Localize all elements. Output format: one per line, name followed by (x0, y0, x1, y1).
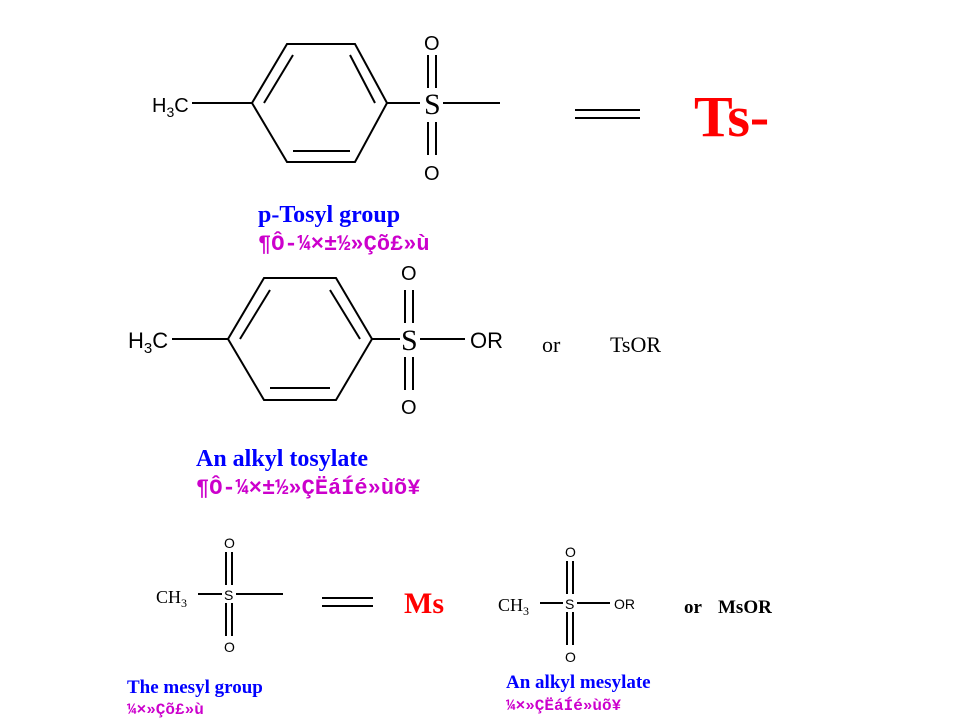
alkyl-tosylate-sulfur-label: S (401, 324, 418, 357)
tosyl-structure: H3C S O O (152, 33, 500, 185)
alkyl-tosylate-or-word: or (542, 332, 561, 357)
mesyl-structure: CH3 S O O (156, 535, 283, 655)
mesyl-oxygen-bottom: O (224, 639, 235, 655)
alkyl-tosylate-oxygen-top: O (401, 263, 417, 285)
alkyl-mesylate-or-group: OR (614, 596, 635, 612)
alkyl-tosylate-abbreviation: TsOR (610, 332, 661, 357)
mesyl-name: The mesyl group (127, 677, 263, 698)
alkyl-tosylate-oxygen-bottom: O (401, 397, 417, 419)
tosyl-oxygen-bottom: O (424, 163, 440, 185)
alkyl-tosylate-name-cn: ¶Ô-¼×±½»ÇËáÍé»ùõ¥ (196, 475, 420, 501)
alkyl-tosylate-structure: H3C S OR O O (128, 263, 503, 419)
tosyl-ring-double-bond-2 (349, 54, 376, 104)
alkyl-tosylate-or-group: OR (470, 328, 503, 353)
alkyl-mesylate-oxygen-top: O (565, 544, 576, 560)
alkyl-mesylate-or-word: or (684, 597, 703, 618)
alkyl-tosylate-ring-double-bond-1 (239, 289, 271, 340)
alkyl-tosylate-methyl-label: H3C (128, 328, 168, 357)
alkyl-mesylate-sulfur-label: S (565, 596, 574, 612)
tosyl-sulfur-label: S (424, 88, 441, 121)
mesyl-abbreviation: Ms (404, 587, 444, 620)
alkyl-mesylate-oxygen-bottom: O (565, 649, 576, 665)
alkyl-mesylate-structure: CH3 S OR O O (498, 544, 635, 665)
alkyl-mesylate-name: An alkyl mesylate (506, 672, 651, 693)
mesyl-name-cn: ¼×»Çõ£»ù (127, 701, 204, 719)
alkyl-tosylate-benzene-ring (226, 277, 374, 401)
tosyl-ring-double-bond-1 (263, 54, 294, 104)
mesyl-sulfur-label: S (224, 587, 233, 603)
alkyl-mesylate-methyl-label: CH3 (498, 595, 529, 618)
alkyl-mesylate-name-cn: ¼×»ÇËáÍé»ùõ¥ (506, 696, 622, 715)
tosyl-benzene-ring (250, 43, 389, 163)
alkyl-tosylate-ring-double-bond-2 (329, 289, 361, 340)
tosyl-methyl-label: H3C (152, 95, 189, 120)
alkyl-tosylate-name: An alkyl tosylate (196, 446, 368, 472)
alkyl-mesylate-abbreviation: MsOR (718, 597, 772, 618)
tosyl-name-cn: ¶Ô-¼×±½»Çõ£»ù (258, 231, 430, 257)
tosyl-oxygen-top: O (424, 33, 440, 55)
tosyl-name: p-Tosyl group (258, 202, 400, 228)
mesyl-methyl-label: CH3 (156, 587, 187, 610)
tosyl-abbreviation: Ts- (694, 84, 769, 149)
mesyl-oxygen-top: O (224, 535, 235, 551)
